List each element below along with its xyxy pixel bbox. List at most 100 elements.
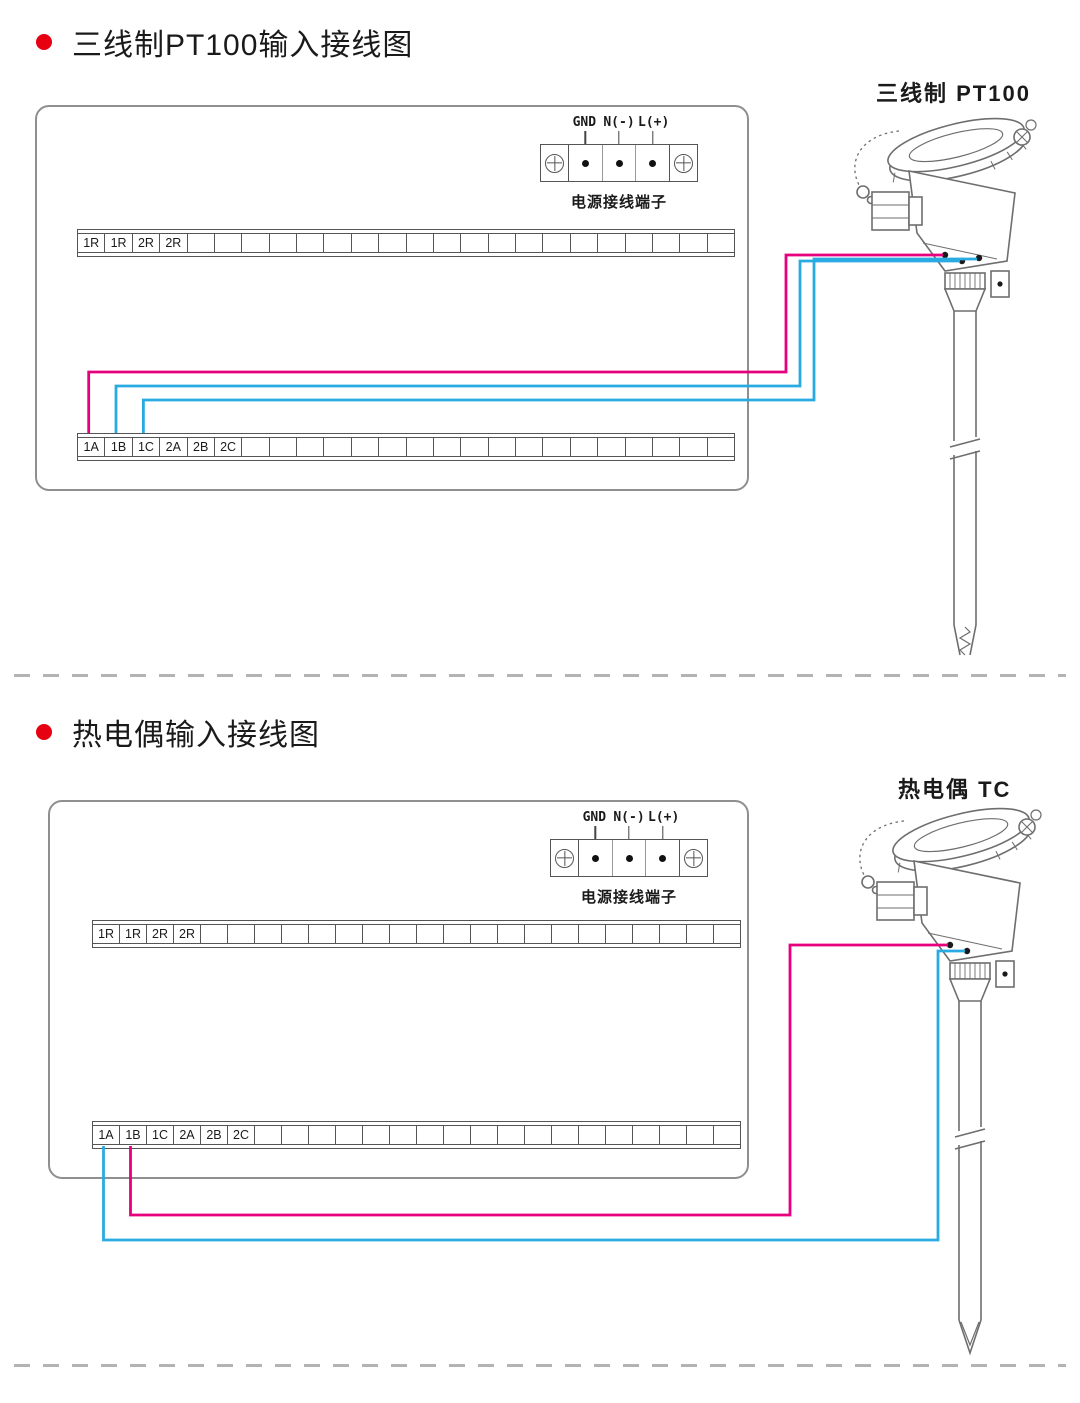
sensor-head-body [913,859,1021,962]
power-terminal-caption: 电源接线端子 [570,194,667,211]
terminal-cell [687,925,714,943]
terminal-cell: 1A [93,1126,120,1144]
eyelet-icon [1030,809,1042,821]
terminal-cell [498,925,525,943]
terminal-cell [297,438,325,456]
terminal-cell [390,1126,417,1144]
terminal-cell [708,438,734,456]
terminal-cell [714,925,740,943]
screw-terminal-icon [541,145,569,181]
section-divider [14,674,1066,677]
terminal-cell [255,1126,282,1144]
terminal-cell: 1R [105,234,133,252]
terminal-cell [543,438,571,456]
section-divider [14,1364,1066,1367]
terminal-dot-icon [591,854,599,862]
terminal-dot-icon [625,854,633,862]
bullet-icon [36,34,52,50]
terminal-cell [282,925,309,943]
terminal-cell [309,1126,336,1144]
power-terminal-labels: GND N(-) L(+) [540,115,698,130]
terminal-cell [270,234,297,252]
terminal-cell [552,1126,579,1144]
wire-entry-dot [963,947,971,955]
screw-terminal-icon [679,840,707,876]
terminal-cell [390,925,417,943]
terminal-cell [571,438,599,456]
terminal-cell: 1B [105,438,133,456]
terminal-cell [660,1126,687,1144]
wire-entry-dot [946,941,954,949]
terminal-dot-icon [659,854,667,862]
terminal-cell: 1C [133,438,161,456]
terminal-cell [444,1126,471,1144]
terminal-cell [363,925,390,943]
wire-entry-dot [975,254,983,262]
gnd-label: GND [572,115,597,130]
pt100-sensor-illustration [854,117,1037,656]
terminal-cell [336,925,363,943]
power-terminal-point [569,145,603,181]
terminal-cell: 2R [160,234,188,252]
power-terminal-caption: 电源接线端子 [580,889,677,906]
sensor-cap [887,117,1027,186]
probe-tube-upper [958,1001,982,1131]
section-title: 热电偶输入接线图 [72,719,320,752]
terminal-cell [626,234,653,252]
terminal-cell: 1R [120,925,147,943]
terminal-cell [687,1126,714,1144]
terminal-cell [543,234,571,252]
terminal-cell [489,234,516,252]
probe-tube-lower [958,1141,982,1320]
power-terminal-point [636,145,669,181]
terminal-cell [708,234,734,252]
terminal-cell [324,438,352,456]
terminal-cell [407,438,434,456]
terminal-cell [471,925,498,943]
power-terminal-point [646,840,679,876]
power-terminal-point [579,840,613,876]
terminal-cell [242,234,270,252]
terminal-cell [516,438,544,456]
line-label: L(+) [638,115,670,130]
terminal-cell [660,925,687,943]
terminal-cell [297,234,325,252]
terminal-cell [633,925,660,943]
power-terminal-assembly: GND N(-) L(+) 电源接线端子 [550,810,708,907]
probe-tube-upper [953,311,977,441]
power-terminal-points [579,840,679,876]
chain-icon [854,130,900,186]
chain-icon [859,820,905,876]
tc-section-header: 热电偶输入接线图 [36,710,320,754]
terminal-cell [324,234,352,252]
sensor-cap [892,807,1032,876]
pt100-section-header: 三线制PT100输入接线图 [36,20,413,64]
wire-entry-dot [941,251,949,259]
terminal-cell [363,1126,390,1144]
line-label: L(+) [648,810,680,825]
sensor-head-body [908,169,1016,272]
terminal-cell: 2A [160,438,188,456]
tc-sensor-label: 热电偶 TC [898,777,1012,802]
terminal-cell [525,925,552,943]
terminal-dot-icon [581,159,589,167]
neutral-label: N(-) [613,810,645,825]
terminal-cell [352,438,380,456]
terminal-cell [417,1126,444,1144]
terminal-cell: 2B [188,438,215,456]
terminal-cell [379,234,407,252]
terminal-cell [471,1126,498,1144]
terminal-cell [434,234,462,252]
probe-tube-lower [953,451,977,625]
terminal-cell [598,234,626,252]
terminal-cell [653,438,681,456]
tc-sensor-illustration [859,807,1042,1356]
terminal-cell [282,1126,309,1144]
terminal-cell: 2R [133,234,161,252]
terminal-cell: 1A [78,438,106,456]
terminal-cell [417,925,444,943]
terminal-dot-icon [615,159,623,167]
terminal-cell [680,438,708,456]
